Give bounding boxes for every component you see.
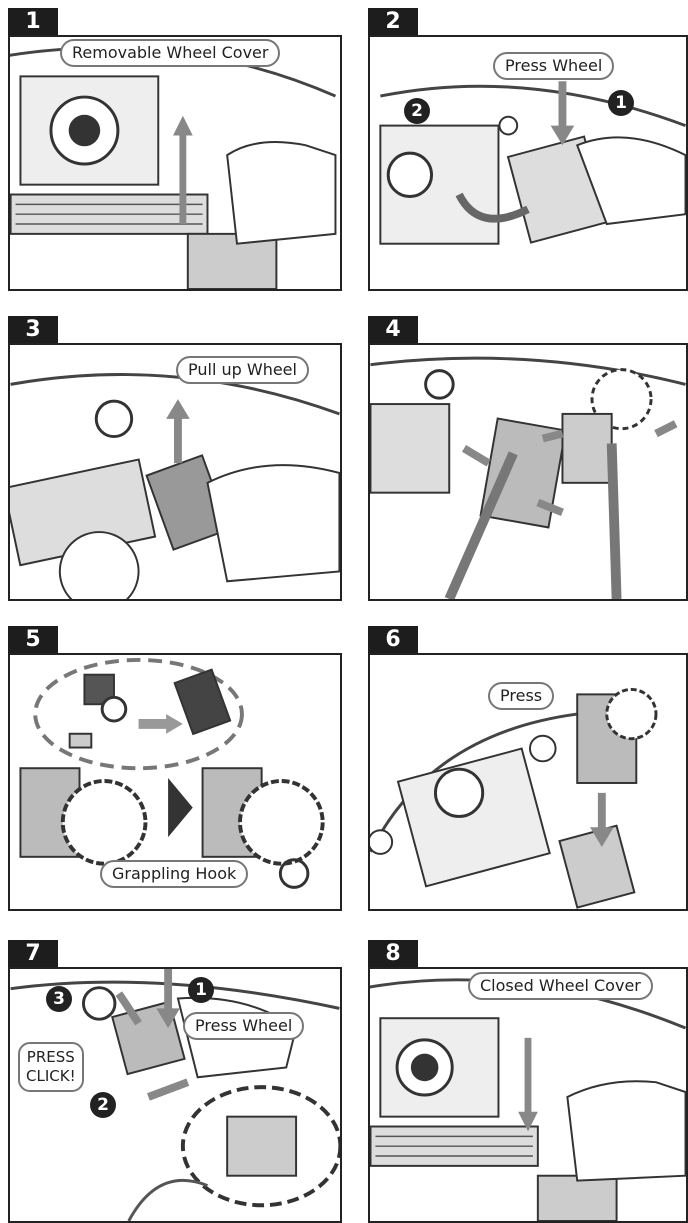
- step-number: 3: [8, 316, 58, 343]
- step-order-badge: 3: [46, 986, 72, 1012]
- step-order-badge: 2: [404, 98, 430, 124]
- step-number: 4: [368, 316, 418, 343]
- step-number: 6: [368, 626, 418, 653]
- step-1-panel: 1 Removable Wheel Cover: [8, 8, 342, 291]
- step-number: 8: [368, 940, 418, 967]
- step-order-badge: 1: [188, 977, 214, 1003]
- step-order-badge: 2: [90, 1092, 116, 1118]
- step-7-panel: 7 Press Wheel 3 1 2 PRESS CLICK!: [8, 940, 342, 1223]
- step-label: Pull up Wheel: [176, 356, 309, 384]
- callout-line: CLICK!: [26, 1067, 76, 1086]
- robot-underside-illustration: [370, 969, 686, 1221]
- step-order-badge: 1: [608, 90, 634, 116]
- step-6-panel: 6 Press: [368, 626, 688, 911]
- step-label: Closed Wheel Cover: [468, 972, 653, 1000]
- step-number: 1: [8, 8, 58, 35]
- step-number: 2: [368, 8, 418, 35]
- step-illustration: [368, 343, 688, 601]
- step-5-panel: 5 Grappling Hook: [8, 626, 342, 911]
- step-illustration: [8, 35, 342, 291]
- step-label: Press Wheel: [493, 52, 614, 80]
- step-label: Press Wheel: [183, 1012, 304, 1040]
- step-number: 5: [8, 626, 58, 653]
- wheel-cleaning-illustration: [370, 345, 686, 599]
- step-3-panel: 3 Pull up Wheel: [8, 316, 342, 601]
- press-click-callout: PRESS CLICK!: [18, 1042, 84, 1092]
- step-number: 7: [8, 940, 58, 967]
- step-label: Press: [488, 682, 554, 710]
- robot-underside-illustration: [10, 37, 340, 289]
- callout-line: PRESS: [26, 1048, 76, 1067]
- step-illustration: [368, 967, 688, 1223]
- step-8-panel: 8 Closed Wheel Cover: [368, 940, 688, 1223]
- step-label: Removable Wheel Cover: [60, 39, 280, 67]
- step-2-panel: 2 Press Wheel 2 1: [368, 8, 688, 291]
- step-4-panel: 4: [368, 316, 688, 601]
- step-label: Grappling Hook: [100, 860, 248, 888]
